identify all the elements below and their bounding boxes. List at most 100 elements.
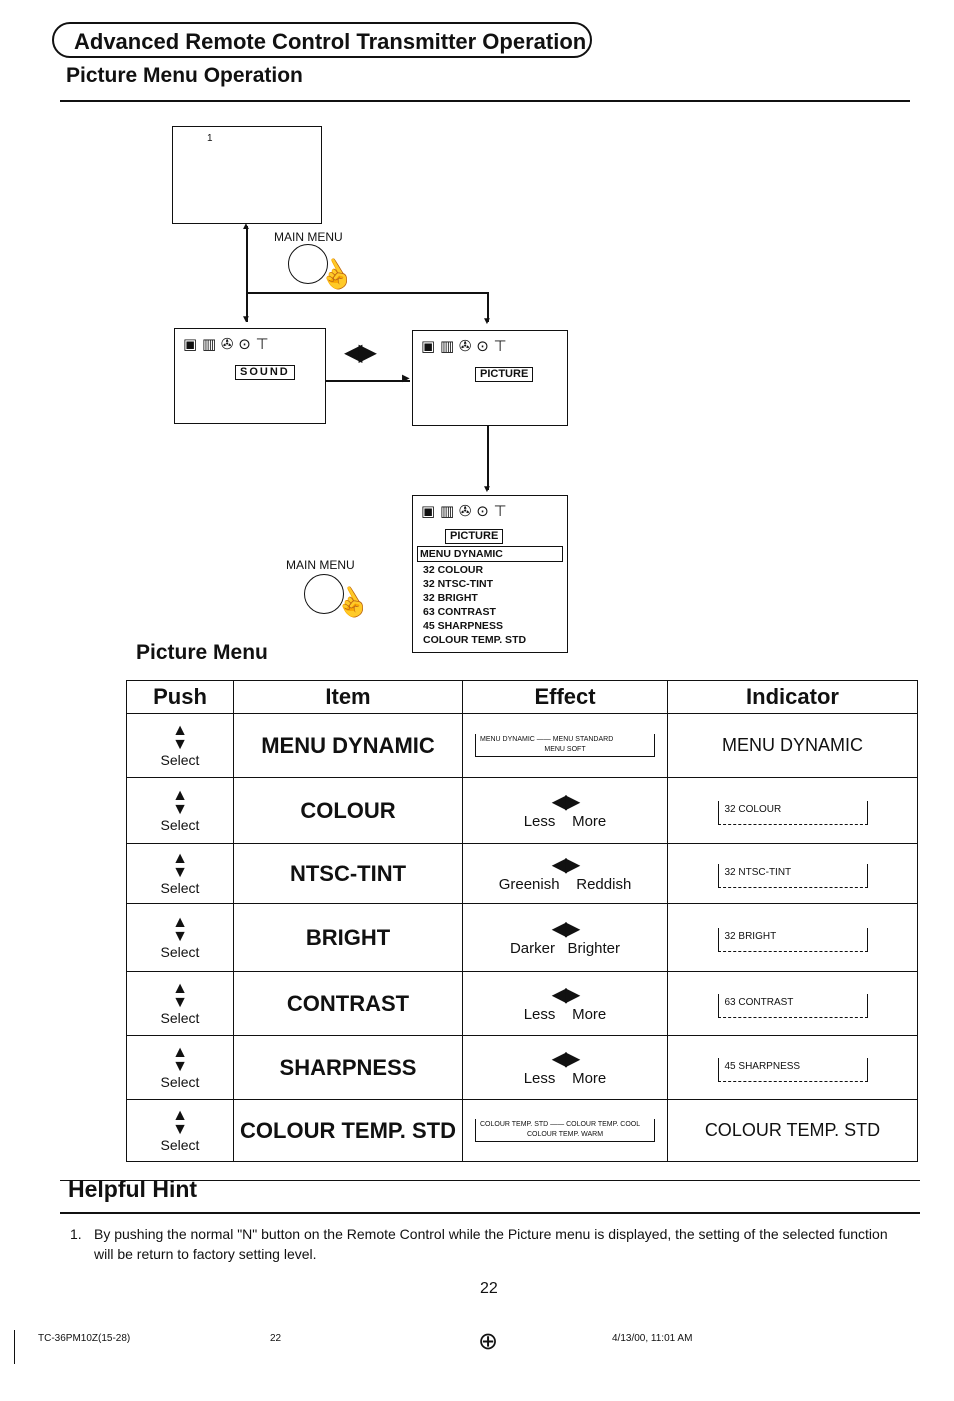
- menu-icon-row: ▣ ▥ ✇ ⊙ ⊤: [183, 335, 269, 353]
- effect-cell: ◀▶Less More: [462, 1035, 668, 1100]
- indicator-bar: 63 CONTRAST: [717, 994, 868, 1018]
- arrow-up-icon: ▲: [241, 221, 251, 232]
- up-down-arrows-icon: ▲▼: [172, 721, 188, 753]
- main-menu-label: MAIN MENU: [274, 230, 343, 244]
- push-cell: ▲▼Select: [126, 1099, 234, 1162]
- up-down-arrows-icon: ▲▼: [172, 1043, 188, 1075]
- effect-cell: ◀▶Greenish Reddish: [462, 843, 668, 904]
- hint-divider-bottom: [60, 1212, 920, 1214]
- sound-menu-screen: ▣ ▥ ✇ ⊙ ⊤ SOUND: [174, 328, 326, 424]
- effect-cell: ◀▶Darker Brighter: [462, 903, 668, 972]
- up-down-arrows-icon: ▲▼: [172, 786, 188, 818]
- left-right-arrows-icon: ◀▶: [551, 984, 581, 1006]
- up-down-arrows-icon: ▲▼: [172, 849, 188, 881]
- picture-menu-expanded: ▣ ▥ ✇ ⊙ ⊤ PICTURE MENU DYNAMIC 32 COLOUR…: [412, 495, 568, 653]
- hint-number: 1.: [70, 1226, 82, 1242]
- left-right-arrows-icon: ◀▶: [551, 854, 581, 876]
- menu-item-highlight: MENU DYNAMIC: [417, 546, 563, 562]
- picture-tag: PICTURE: [445, 529, 504, 544]
- effect-left: Less: [523, 1070, 556, 1087]
- push-cell: ▲▼Select: [126, 971, 234, 1036]
- left-right-arrows-icon: ◀▶: [344, 339, 377, 366]
- hand-press-icon: [288, 244, 328, 284]
- push-cell: ▲▼Select: [126, 1035, 234, 1100]
- effect-cell: COLOUR TEMP. STD —— COLOUR TEMP. COOL COL…: [462, 1099, 668, 1162]
- screen-number: 1: [207, 133, 213, 144]
- left-right-arrows-icon: ◀▶: [551, 1048, 581, 1070]
- indicator-bar: 32 NTSC-TINT: [717, 864, 868, 888]
- cycle-bottom: MENU SOFT: [544, 746, 586, 753]
- effect-left: Darker: [509, 940, 555, 957]
- margin-mark: [14, 1330, 15, 1364]
- header-item: Item: [233, 680, 463, 714]
- effect-left: Less: [523, 813, 556, 830]
- push-label: Select: [160, 1009, 200, 1026]
- timestamp: 4/13/00, 11:01 AM: [612, 1333, 693, 1344]
- page-subtitle: Picture Menu Operation: [66, 64, 303, 87]
- effect-left: Greenish: [498, 876, 560, 893]
- hint-divider-top: [60, 1180, 920, 1181]
- connector-line: [246, 292, 488, 294]
- table-row: ▲▼Select MENU DYNAMIC MENU DYNAMIC —— ME…: [126, 713, 918, 778]
- indicator-cell: MENU DYNAMIC: [667, 713, 918, 778]
- table-row: ▲▼Select SHARPNESS ◀▶Less More 45 SHARPN…: [126, 1035, 918, 1100]
- cycle-top: MENU DYNAMIC —— MENU STANDARD: [480, 736, 614, 743]
- menu-item: COLOUR TEMP. STD: [423, 634, 527, 646]
- item-cell: SHARPNESS: [233, 1035, 463, 1100]
- arrow-down-icon: ▼: [241, 314, 251, 325]
- push-cell: ▲▼Select: [126, 843, 234, 904]
- connector-line: [326, 380, 410, 382]
- up-down-arrows-icon: ▲▼: [172, 1106, 188, 1138]
- doc-code: TC-36PM10Z(15-28): [38, 1333, 131, 1344]
- table-row: ▲▼Select BRIGHT ◀▶Darker Brighter 32 BRI…: [126, 903, 918, 972]
- picture-menu-table: Push Item Effect Indicator ▲▼Select MENU…: [126, 680, 918, 1162]
- push-label: Select: [160, 943, 200, 960]
- hint-body: By pushing the normal "N" button on the …: [94, 1226, 888, 1262]
- item-cell: BRIGHT: [233, 903, 463, 972]
- hint-heading: Helpful Hint: [68, 1176, 198, 1202]
- arrow-down-icon: ▼: [482, 316, 492, 327]
- indicator-cell: 32 BRIGHT: [667, 903, 918, 972]
- header-push: Push: [126, 680, 234, 714]
- item-cell: MENU DYNAMIC: [233, 713, 463, 778]
- push-cell: ▲▼Select: [126, 777, 234, 844]
- left-right-arrows-icon: ◀▶: [551, 918, 581, 940]
- item-cell: NTSC-TINT: [233, 843, 463, 904]
- item-cell: CONTRAST: [233, 971, 463, 1036]
- push-cell: ▲▼Select: [126, 903, 234, 972]
- connector-line: [487, 292, 489, 322]
- item-cell: COLOUR TEMP. STD: [233, 1099, 463, 1162]
- effect-cell: ◀▶Less More: [462, 777, 668, 844]
- effect-right: More: [572, 1006, 607, 1023]
- hand-press-icon: [304, 574, 344, 614]
- menu-icon-row: ▣ ▥ ✇ ⊙ ⊤: [421, 502, 507, 520]
- indicator-bar: 32 BRIGHT: [717, 928, 868, 952]
- effect-right: More: [572, 813, 607, 830]
- cycle-top: COLOUR TEMP. STD —— COLOUR TEMP. COOL: [480, 1121, 641, 1128]
- cycle-diagram: MENU DYNAMIC —— MENU STANDARD MENU SOFT: [475, 734, 655, 757]
- effect-cell: MENU DYNAMIC —— MENU STANDARD MENU SOFT: [462, 713, 668, 778]
- arrow-right-icon: ▶: [402, 373, 410, 384]
- hint-text: 1. By pushing the normal "N" button on t…: [70, 1224, 890, 1264]
- push-label: Select: [160, 1136, 200, 1153]
- indicator-cell: 32 NTSC-TINT: [667, 843, 918, 904]
- menu-item: 45 SHARPNESS: [423, 620, 503, 632]
- table-row: ▲▼Select CONTRAST ◀▶Less More 63 CONTRAS…: [126, 971, 918, 1036]
- cycle-diagram: COLOUR TEMP. STD —— COLOUR TEMP. COOL COL…: [475, 1119, 655, 1142]
- effect-right: More: [572, 1070, 607, 1087]
- item-cell: COLOUR: [233, 777, 463, 844]
- cycle-bottom: COLOUR TEMP. WARM: [526, 1131, 604, 1138]
- push-label: Select: [160, 879, 200, 896]
- effect-cell: ◀▶Less More: [462, 971, 668, 1036]
- menu-item: 32 BRIGHT: [423, 592, 478, 604]
- indicator-cell: 63 CONTRAST: [667, 971, 918, 1036]
- push-cell: ▲▼Select: [126, 713, 234, 778]
- connector-line: [487, 426, 489, 490]
- indicator-cell: COLOUR TEMP. STD: [667, 1099, 918, 1162]
- header-indicator: Indicator: [667, 680, 918, 714]
- indicator-bar: 45 SHARPNESS: [717, 1058, 868, 1082]
- table-row: ▲▼Select COLOUR TEMP. STD COLOUR TEMP. S…: [126, 1099, 918, 1162]
- indicator-cell: 32 COLOUR: [667, 777, 918, 844]
- push-label: Select: [160, 816, 200, 833]
- up-down-arrows-icon: ▲▼: [172, 979, 188, 1011]
